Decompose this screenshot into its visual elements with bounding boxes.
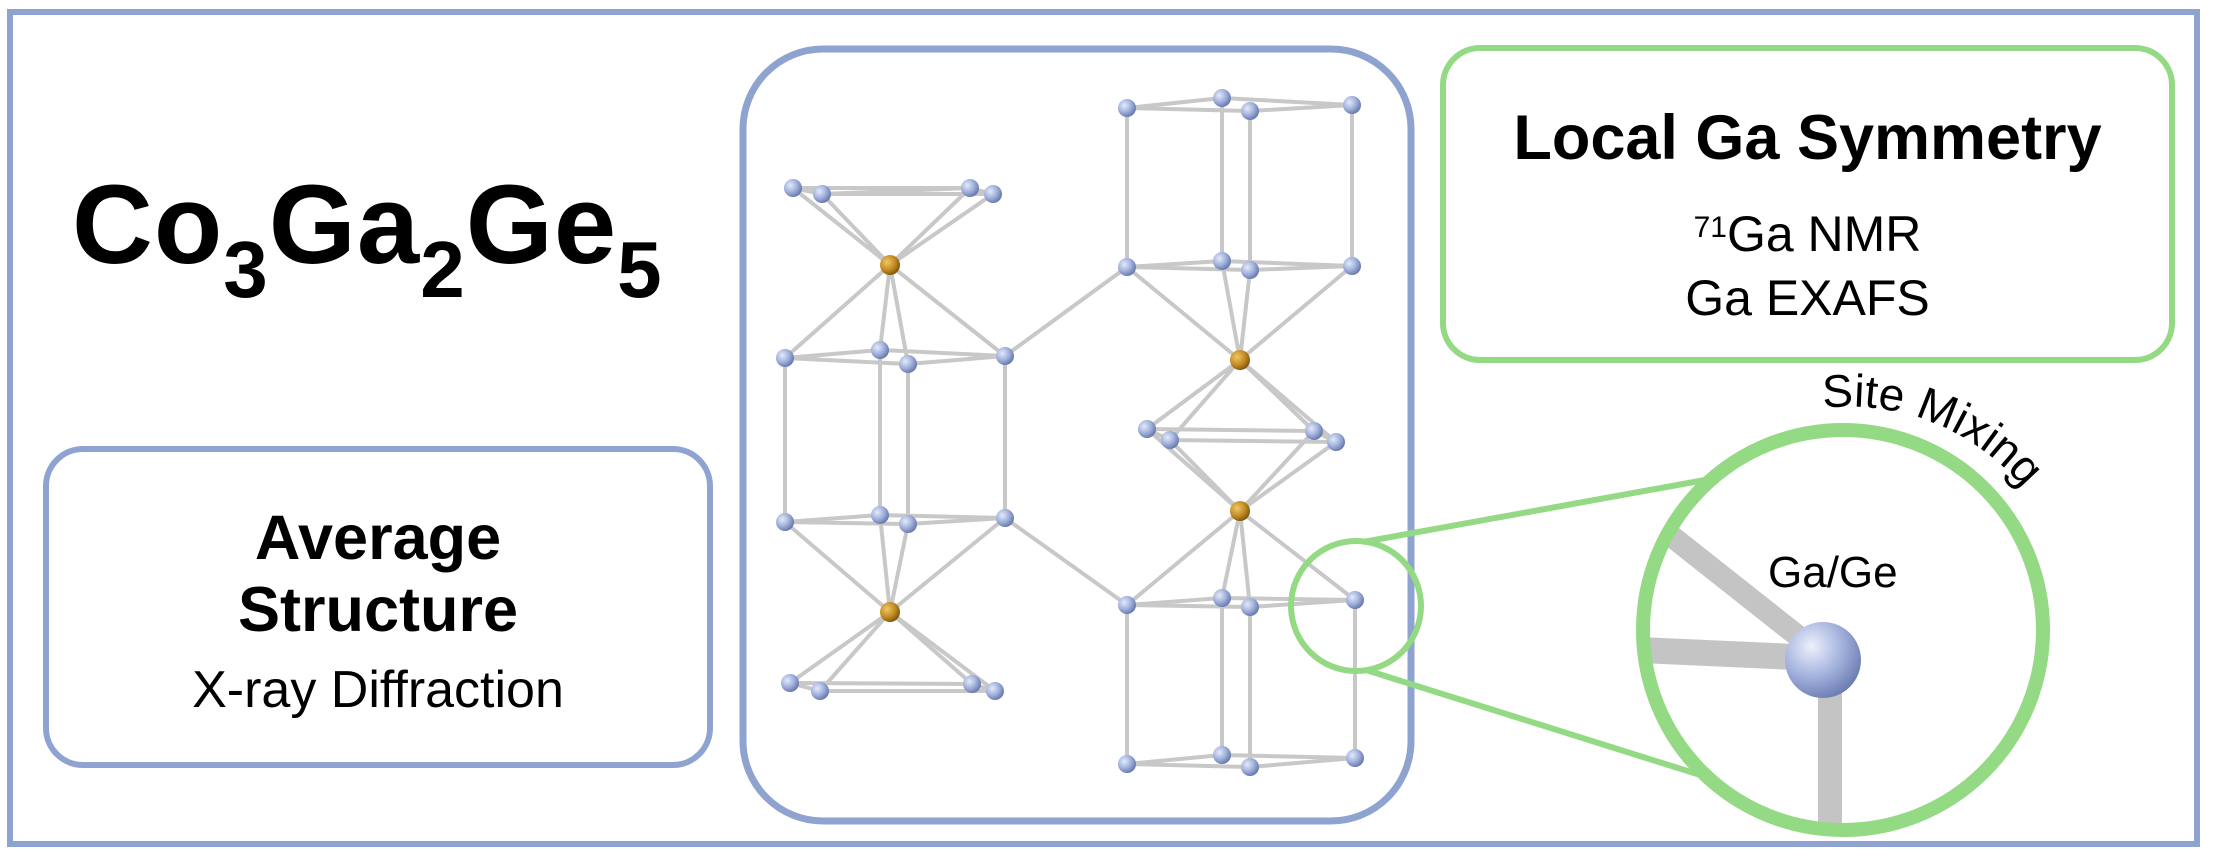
outer-frame xyxy=(7,9,2200,847)
atom-label: Ga/Ge xyxy=(1768,548,1898,597)
average-method: X-ray Diffraction xyxy=(192,661,564,719)
bond-network xyxy=(783,96,1357,769)
formula-title: Co3Ga2Ge5 xyxy=(72,162,663,314)
average-title-line1: Average xyxy=(254,503,502,573)
ga-ge-atoms xyxy=(776,89,1364,776)
co-atoms xyxy=(880,255,1250,622)
structure-panel xyxy=(739,45,1415,825)
average-title-line2: Structure xyxy=(237,575,519,645)
zoom-callout-icon xyxy=(1288,423,2050,837)
exafs-method: Ga EXAFS xyxy=(1685,270,1930,326)
local-symmetry-box: Local Ga Symmetry 71Ga NMR Ga EXAFS xyxy=(1440,45,2175,363)
average-structure-box: Average Structure X-ray Diffraction xyxy=(43,446,713,768)
local-title: Local Ga Symmetry xyxy=(1513,103,2102,173)
ga-ge-atom-large xyxy=(1785,622,1861,698)
nmr-method: 71Ga NMR xyxy=(1693,206,1922,262)
